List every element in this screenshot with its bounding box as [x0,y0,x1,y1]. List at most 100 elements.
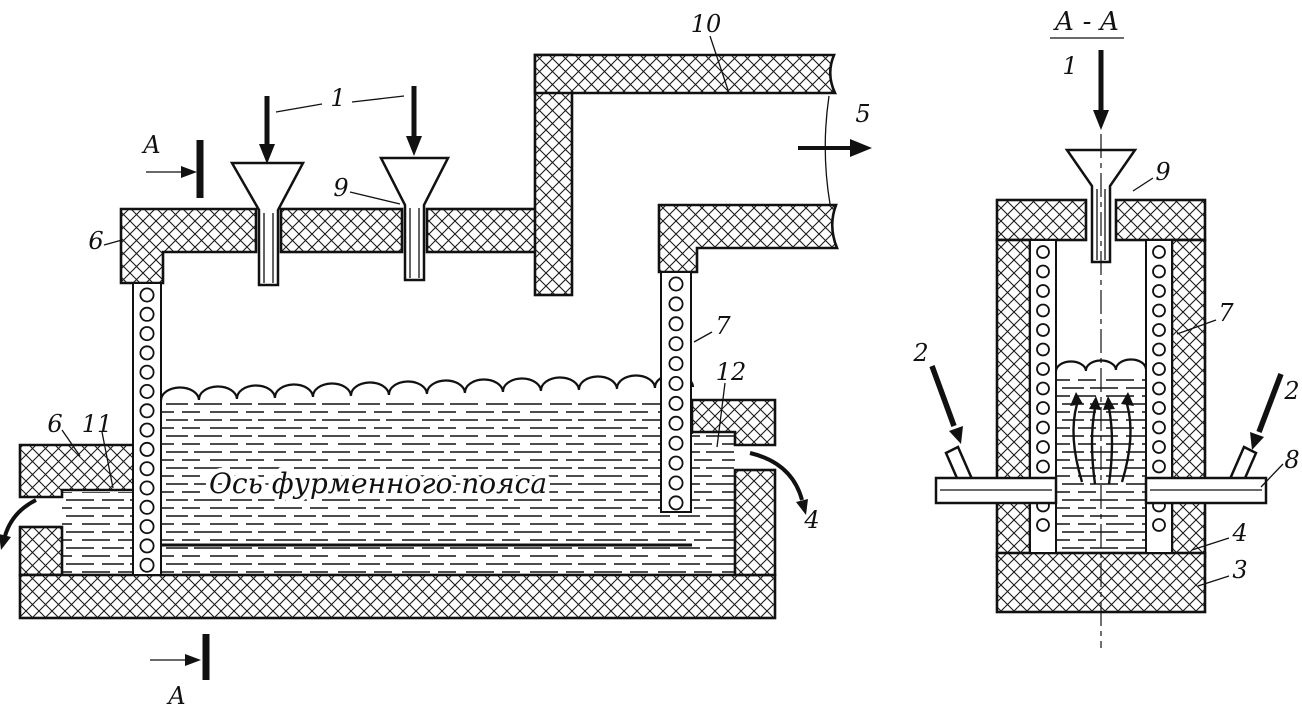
gas-flow-arrow [1090,407,1097,485]
melt-surface-wave [159,373,695,402]
cooling-block [668,475,684,491]
cooling-blocks [1152,245,1166,532]
cooling-block [139,422,155,438]
callout-blast-right: 2 [1283,377,1299,405]
funnel-bore-lines [1096,189,1106,260]
gas-flow-arrow [1107,407,1114,485]
right-outer-wall [733,468,777,577]
tap-arrow-left [0,498,37,550]
blast-arrow-left [929,365,963,444]
callout-charge: 1 [330,84,345,112]
left-outer-wall [995,238,1032,559]
cooling-block [1036,420,1050,435]
leader-funnel [349,191,401,205]
callout-cooled-wall: 7 [715,312,731,340]
cooling-block [668,395,684,411]
section-a-a-view: А - А 1 9 7 2 2 8 4 3 [912,7,1300,648]
leader-charge-left [275,103,323,113]
hearth-bottom [18,573,777,620]
cooling-block [668,296,684,312]
arrow-head [949,426,963,444]
arrow-shaft [1256,373,1284,433]
cooling-block [668,435,684,451]
callout-funnel: 9 [1155,158,1170,186]
cooling-blocks [668,276,684,511]
leader-uptake [709,35,729,91]
cooling-block [668,375,684,391]
arrow-head [1103,396,1115,410]
cooling-block [139,480,155,496]
arrow-head [1121,392,1134,406]
cooling-block [1036,284,1050,298]
feed-funnel-left [229,161,306,287]
leader-melt [1191,537,1230,551]
arrow-shaft [749,451,804,501]
left-cooled-wall [132,282,162,576]
callout-gas-exit: 5 [855,100,870,128]
funnel-bore-lines [263,213,274,283]
section-mark-top: А [141,131,204,198]
leader-siphon-chamber [101,431,114,489]
callout-tap: 4 [803,506,819,534]
cooling-block [668,455,684,471]
cooling-block [139,383,155,399]
cooling-block [1152,264,1166,279]
bath-axis-text: Ось фурменного пояса [209,467,547,500]
roof-right-block [1114,198,1207,242]
overflow-melt [692,432,735,575]
cooling-block [1152,440,1166,454]
leader-roof [103,239,123,246]
cooling-block [1152,420,1166,435]
tuyere-left [934,445,1058,505]
cooled-wall-casing [660,271,692,513]
cooling-block [668,316,684,332]
callout-cooled-wall: 7 [1218,299,1234,327]
gas-flow-arrow [1120,403,1132,483]
roof-left-block [119,207,258,285]
arrow-shaft [929,365,957,427]
cooling-block [1152,323,1166,337]
cooling-block [668,276,684,292]
callout-overflow: 12 [716,358,747,386]
leader-charge-right [351,95,405,103]
callout-roof: 6 [88,227,103,255]
roof-right-block [425,207,547,254]
cooling-block [139,326,155,342]
cooling-block [1036,323,1050,337]
callout-melt: 4 [1231,519,1247,547]
right-cooled-wall [660,271,692,513]
cooling-block [1152,518,1166,532]
cooling-block [1152,303,1166,318]
cooling-block [1036,245,1050,259]
arrow-head [850,139,872,157]
funnel-outline [378,156,451,282]
leader-funnel [1132,177,1154,192]
section-arrow-head [185,654,201,666]
cooling-block [139,306,155,322]
cooling-block [1036,518,1050,532]
arrow-head [1070,392,1083,406]
cooling-block [1152,362,1166,376]
leader-hearth [1197,575,1230,587]
main-longitudinal-view: Ось фурменного пояса [0,10,872,708]
cooling-block [1152,284,1166,298]
tap-arrow-right [749,451,808,515]
section-mark-bottom: А [150,634,210,708]
cooling-block [1152,245,1166,259]
cooling-block [1036,440,1050,454]
callout-hearth: 3 [1232,556,1247,584]
arrow-head [406,136,422,156]
gas-flow-arrows [1070,392,1134,485]
callout-siphon-lining: 6 [47,410,62,438]
leader-tuyere [1260,463,1284,488]
cooling-block [139,538,155,554]
callout-siphon-chamber: 11 [82,410,113,438]
cooling-block [1036,381,1050,396]
left-outer-wall [18,525,64,577]
callout-funnel: 9 [333,174,348,202]
cooling-block [1036,264,1050,279]
funnel-bore-lines [409,208,420,278]
cooling-block [139,441,155,457]
